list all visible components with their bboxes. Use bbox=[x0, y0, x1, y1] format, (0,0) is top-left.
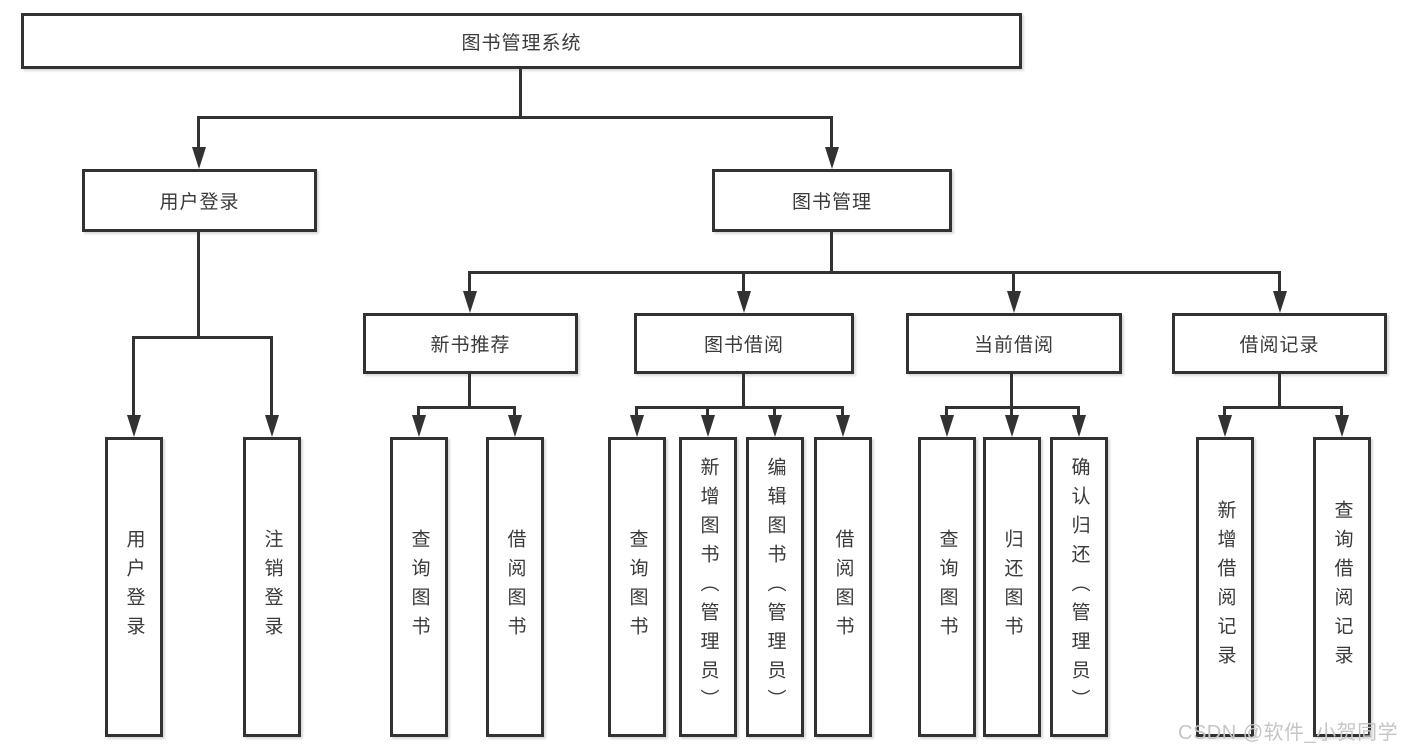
arrowhead-down-icon bbox=[1335, 415, 1349, 437]
node-leaf-query-book-1: 查询图书 bbox=[390, 437, 448, 737]
arrowhead-down-icon bbox=[836, 415, 850, 437]
connector-line bbox=[742, 271, 745, 293]
arrowhead-down-icon bbox=[701, 415, 715, 437]
arrowhead-down-icon bbox=[825, 147, 839, 169]
connector-line bbox=[468, 374, 471, 409]
node-leaf-query-book-2: 查询图书 bbox=[608, 437, 666, 737]
arrowhead-down-icon bbox=[940, 415, 954, 437]
arrowhead-down-icon bbox=[1273, 291, 1287, 313]
connector-line bbox=[1012, 271, 1015, 293]
connector-line bbox=[197, 232, 200, 339]
arrowhead-down-icon bbox=[1007, 291, 1021, 313]
node-leaf-confirm-return-admin: 确认归还（管理员） bbox=[1050, 437, 1108, 737]
arrowhead-down-icon bbox=[508, 415, 522, 437]
node-library-system: 图书管理系统 bbox=[21, 13, 1022, 69]
node-leaf-edit-book-admin: 编辑图书（管理员） bbox=[746, 437, 804, 737]
connector-line bbox=[742, 374, 745, 409]
node-leaf-user-login: 用户登录 bbox=[105, 437, 163, 737]
arrowhead-down-icon bbox=[630, 415, 644, 437]
arrowhead-down-icon bbox=[127, 415, 141, 437]
connector-line bbox=[635, 406, 638, 417]
connector-line bbox=[468, 271, 471, 293]
arrowhead-down-icon bbox=[768, 415, 782, 437]
node-leaf-add-borrow-record: 新增借阅记录 bbox=[1196, 437, 1254, 737]
connector-line bbox=[1340, 406, 1343, 417]
arrowhead-down-icon bbox=[265, 415, 279, 437]
arrowhead-down-icon bbox=[1218, 415, 1232, 437]
connector-line bbox=[417, 406, 420, 417]
node-leaf-add-book-admin: 新增图书（管理员） bbox=[679, 437, 737, 737]
connector-line bbox=[1223, 406, 1343, 409]
node-leaf-query-borrow-record: 查询借阅记录 bbox=[1313, 437, 1371, 737]
connector-line bbox=[197, 116, 200, 149]
connector-line bbox=[706, 406, 709, 417]
connector-line bbox=[1077, 406, 1080, 417]
connector-line bbox=[773, 406, 776, 417]
connector-line bbox=[468, 271, 1281, 274]
connector-line bbox=[1010, 374, 1013, 409]
arrowhead-down-icon bbox=[1072, 415, 1086, 437]
arrowhead-down-icon bbox=[1005, 415, 1019, 437]
arrowhead-down-icon bbox=[192, 147, 206, 169]
connector-line bbox=[945, 406, 948, 417]
node-user-login: 用户登录 bbox=[82, 169, 317, 232]
connector-line bbox=[1010, 406, 1013, 417]
node-current-borrow: 当前借阅 bbox=[906, 313, 1122, 374]
arrowhead-down-icon bbox=[412, 415, 426, 437]
connector-line bbox=[830, 116, 833, 149]
connector-line bbox=[197, 116, 833, 119]
node-leaf-borrow-book-2: 借阅图书 bbox=[814, 437, 872, 737]
connector-line bbox=[132, 336, 273, 339]
connector-line bbox=[1278, 271, 1281, 293]
node-leaf-borrow-book-1: 借阅图书 bbox=[486, 437, 544, 737]
connector-line bbox=[635, 406, 844, 409]
node-book-management: 图书管理 bbox=[712, 169, 952, 232]
node-book-borrow: 图书借阅 bbox=[634, 313, 854, 374]
connector-line bbox=[132, 336, 135, 417]
node-leaf-logout: 注销登录 bbox=[243, 437, 301, 737]
node-borrow-record: 借阅记录 bbox=[1172, 313, 1387, 374]
connector-line bbox=[1223, 406, 1226, 417]
connector-line bbox=[830, 232, 833, 274]
node-new-book-recommend: 新书推荐 bbox=[363, 313, 578, 374]
node-leaf-return-book: 归还图书 bbox=[983, 437, 1041, 737]
connector-line bbox=[270, 336, 273, 417]
connector-line bbox=[1278, 374, 1281, 409]
connector-line bbox=[519, 69, 522, 119]
arrowhead-down-icon bbox=[737, 291, 751, 313]
connector-line bbox=[841, 406, 844, 417]
connector-line bbox=[417, 406, 516, 409]
connector-line bbox=[513, 406, 516, 417]
arrowhead-down-icon bbox=[463, 291, 477, 313]
watermark: CSDN @软件_小贺同学 bbox=[1178, 722, 1399, 744]
node-leaf-query-book-3: 查询图书 bbox=[918, 437, 976, 737]
